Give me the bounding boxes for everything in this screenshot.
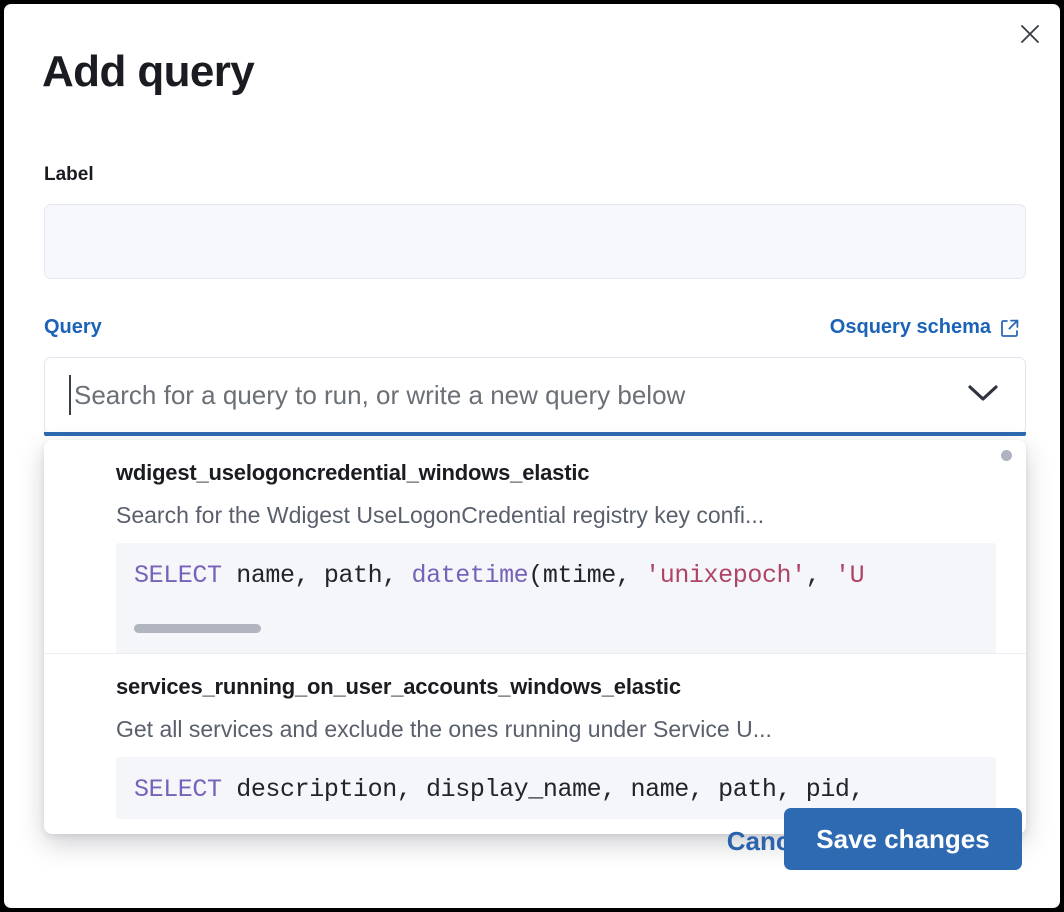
osquery-schema-link-label: Osquery schema	[829, 316, 991, 338]
suggestion-description: Search for the Wdigest UseLogonCredentia…	[116, 502, 765, 528]
text-caret	[69, 375, 71, 415]
suggestion-code-block[interactable]: SELECT name, path, datetime(mtime, 'unix…	[116, 543, 996, 653]
list-item[interactable]: wdigest_uselogoncredential_windows_elast…	[44, 440, 1026, 653]
chevron-down-icon[interactable]	[966, 382, 1000, 404]
suggestion-title: wdigest_uselogoncredential_windows_elast…	[116, 460, 590, 485]
suggestion-title: services_running_on_user_accounts_window…	[116, 674, 681, 699]
code-line-1: SELECT description, display_name, name, …	[134, 775, 865, 804]
query-search-focus-underline	[44, 432, 1026, 436]
suggestion-description: Get all services and exclude the ones ru…	[116, 716, 772, 742]
code-horizontal-scrollbar[interactable]	[134, 624, 261, 633]
query-search-input[interactable]	[72, 374, 902, 416]
list-item[interactable]: services_running_on_user_accounts_window…	[44, 653, 1026, 819]
label-input[interactable]	[44, 204, 1026, 279]
modal-footer: Cancel Save changes	[4, 808, 1060, 908]
dropdown-scrollbar-thumb[interactable]	[1001, 450, 1012, 461]
page-title: Add query	[42, 47, 255, 96]
external-link-icon	[1000, 318, 1020, 338]
add-query-modal: Add query Label Query Osquery schema	[4, 4, 1060, 908]
label-field-caption: Label	[44, 164, 94, 185]
osquery-schema-link[interactable]: Osquery schema	[830, 316, 1020, 339]
close-icon	[1019, 23, 1041, 45]
close-button[interactable]	[1012, 16, 1048, 52]
query-field-caption: Query	[44, 316, 102, 338]
query-suggestions-dropdown: wdigest_uselogoncredential_windows_elast…	[44, 440, 1026, 834]
save-changes-button[interactable]: Save changes	[784, 808, 1022, 870]
suggestion-code-block[interactable]: SELECT description, display_name, name, …	[116, 757, 996, 819]
code-line-0: SELECT name, path, datetime(mtime, 'unix…	[134, 561, 865, 590]
